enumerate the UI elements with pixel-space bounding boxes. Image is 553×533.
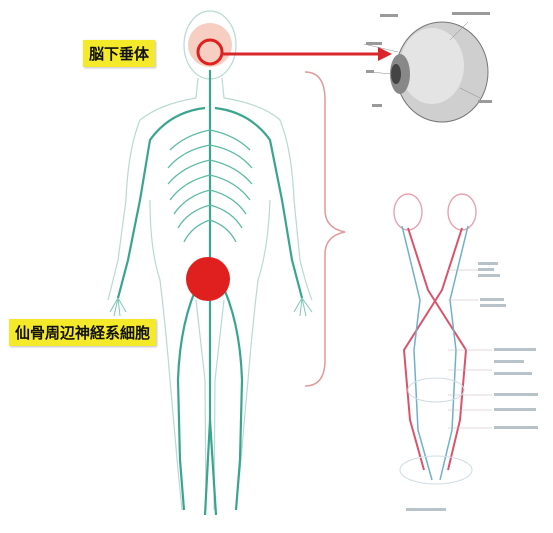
- optic-label-lines: [448, 270, 492, 428]
- optic-pathway-diagram: [394, 194, 476, 484]
- sacral-highlight-circle: [186, 257, 230, 301]
- optic-tiny-labels: [406, 262, 538, 511]
- sacral-nerve-label: 仙骨周辺神経系細胞: [9, 319, 156, 346]
- arrow-to-eye: [222, 47, 392, 61]
- pituitary-label: 脳下垂体: [83, 40, 155, 67]
- eyeball-illustration: [390, 22, 488, 122]
- brace-bracket: [305, 72, 345, 386]
- brain-region: [188, 23, 232, 67]
